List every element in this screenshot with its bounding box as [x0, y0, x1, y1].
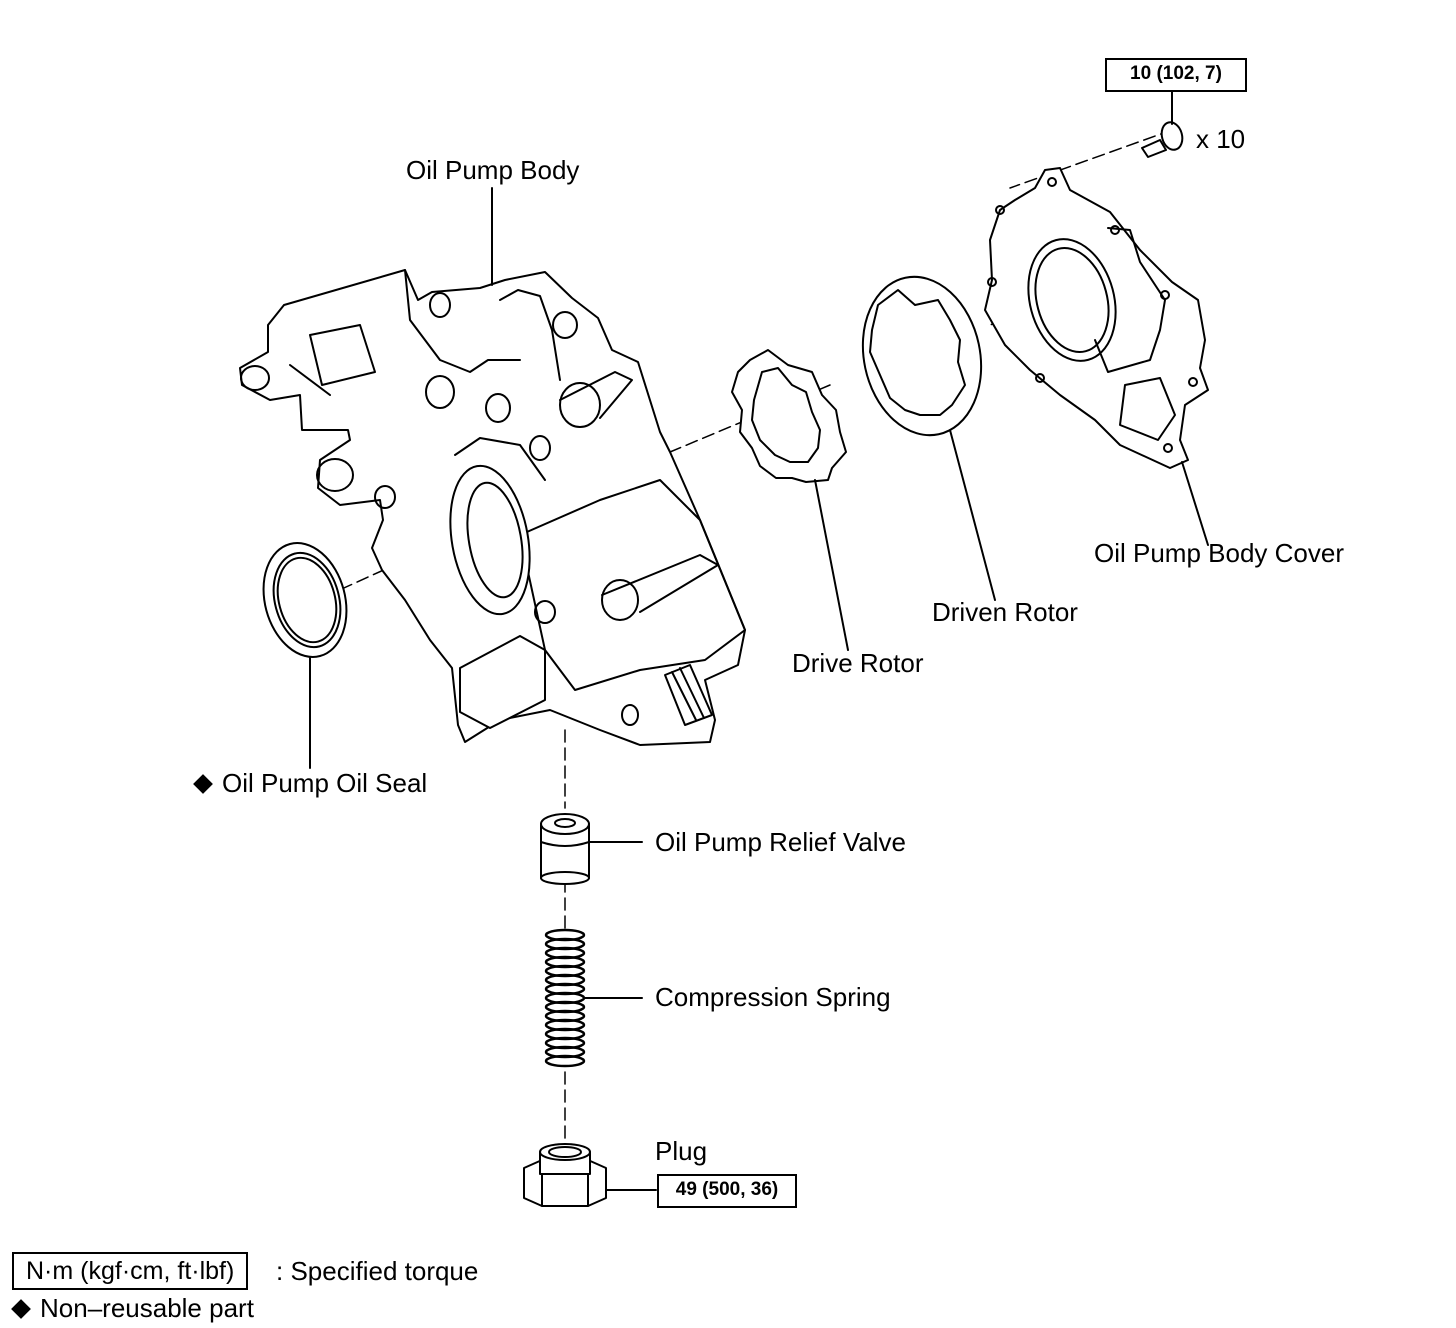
plug-drawing — [523, 1143, 607, 1207]
driven-rotor-drawing — [861, 275, 983, 437]
label-oil-pump-body-cover: Oil Pump Body Cover — [1094, 538, 1344, 568]
bolt-quantity: x 10 — [1196, 124, 1246, 154]
label-oil-seal-row: Oil Pump Oil Seal — [192, 768, 427, 798]
relief-valve-drawing — [540, 813, 590, 885]
label-compression-spring: Compression Spring — [655, 982, 891, 1012]
cover-bolt-drawing — [1141, 121, 1184, 158]
compression-spring-drawing — [544, 928, 586, 1068]
oil-pump-body-drawing — [239, 269, 746, 746]
legend-torque-unit: N·m (kgf·cm, ft·lbf) — [12, 1252, 249, 1290]
legend-torque-description: : Specified torque — [276, 1256, 479, 1286]
label-drive-rotor: Drive Rotor — [792, 648, 924, 678]
legend-non-reusable-row: Non–reusable part — [10, 1293, 254, 1323]
legend-diamond-icon — [11, 1298, 31, 1319]
leader-lines — [309, 91, 1209, 1191]
torque-box-cover-bolt: 10 (102, 7) — [1105, 58, 1247, 92]
torque-box-plug: 49 (500, 36) — [657, 1174, 797, 1208]
oil-pump-body-cover-drawing — [984, 167, 1209, 469]
label-oil-pump-oil-seal: Oil Pump Oil Seal — [222, 768, 428, 798]
non-reusable-diamond-icon — [193, 773, 213, 794]
legend-non-reusable: Non–reusable part — [40, 1293, 254, 1323]
drive-rotor-drawing — [731, 349, 847, 483]
oil-seal-drawing — [262, 542, 348, 658]
label-plug: Plug — [655, 1136, 708, 1166]
label-oil-pump-body: Oil Pump Body — [406, 155, 580, 185]
label-driven-rotor: Driven Rotor — [932, 597, 1078, 627]
label-relief-valve: Oil Pump Relief Valve — [655, 827, 906, 857]
